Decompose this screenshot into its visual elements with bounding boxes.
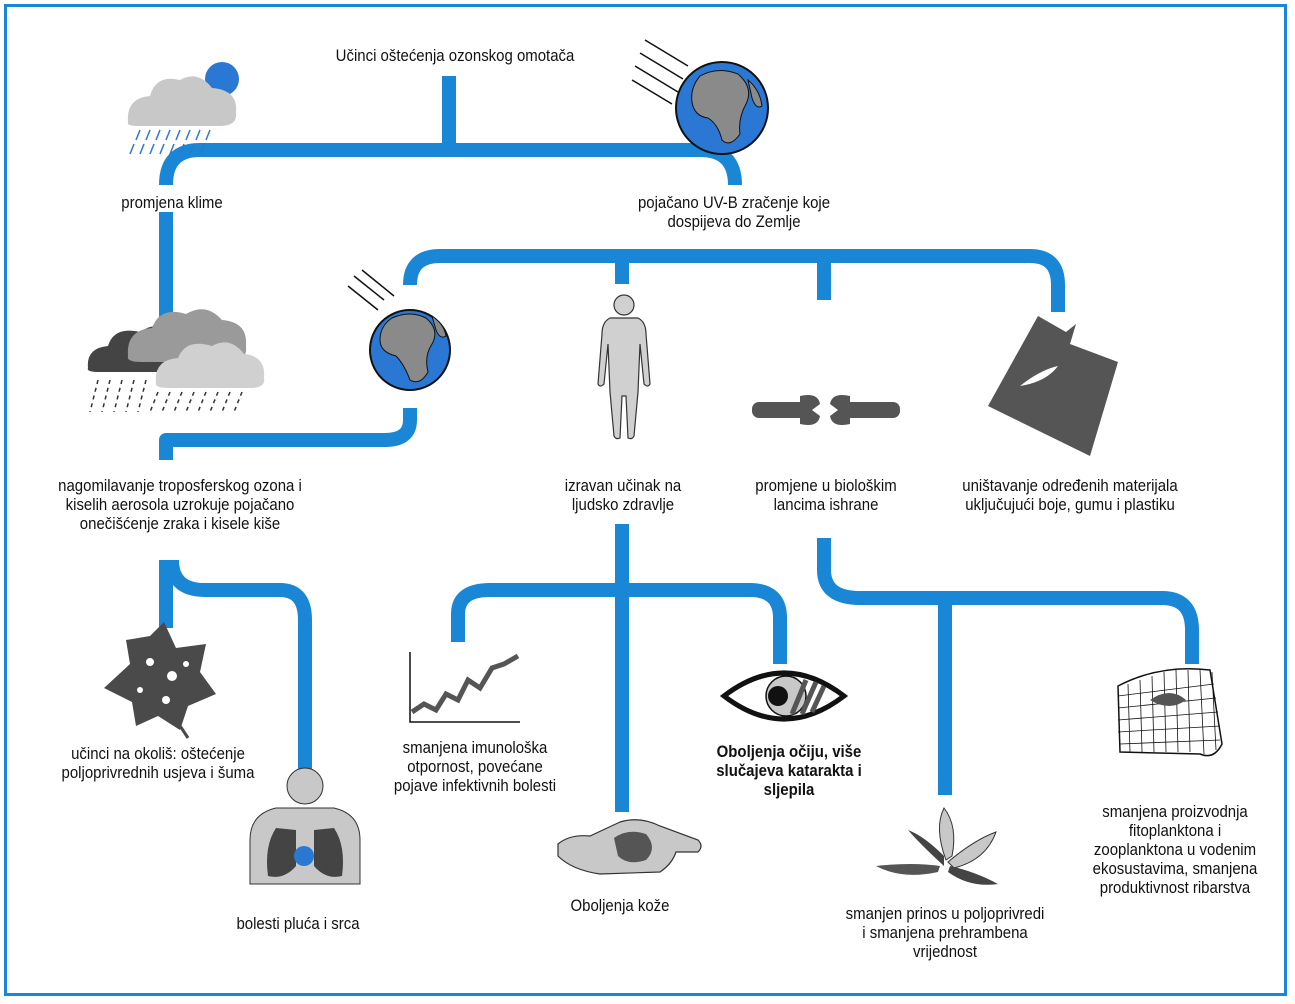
label-environment: učinci na okoliš: oštećenje poljoprivred… [61, 744, 255, 782]
rain-cloud-sun-icon [127, 62, 239, 155]
eye-icon [719, 670, 849, 722]
connector-uvb-branch [403, 249, 1065, 312]
label-tropospheric-ozone: nagomilavanje troposferskog ozona i kise… [58, 476, 302, 533]
plankton-net-icon [1117, 667, 1223, 757]
broken-chain-icon [752, 395, 900, 425]
damaged-leaf-icon [104, 622, 216, 739]
label-plankton: smanjena proizvodnja fitoplanktona i zoo… [1092, 802, 1258, 897]
damaged-material-icon [988, 316, 1118, 456]
connector-ozone-lungs [165, 559, 312, 770]
hand-skin-icon [557, 819, 702, 875]
label-lungs-heart: bolesti pluća i srca [236, 914, 360, 933]
label-food-chain: promjene u biološkim lancima ishrane [755, 476, 897, 514]
label-materials: uništavanje određenih materijala uključu… [962, 476, 1178, 514]
plant-icon [876, 807, 998, 885]
connector-top-branch [159, 143, 742, 186]
connector-globe-ozone [159, 408, 417, 460]
label-crops: smanjen prinos u poljoprivredi i smanjen… [845, 904, 1045, 961]
storm-clouds-icon [87, 309, 265, 413]
lungs-torso-icon [249, 767, 361, 885]
globe-icon [347, 269, 451, 391]
human-figure-icon [597, 294, 651, 440]
label-skin: Oboljenja kože [570, 896, 670, 915]
connector-foodchain-down [817, 538, 1199, 664]
connector-health-branch [451, 583, 787, 664]
label-immunity: smanjena imunološka otpornost, povećane … [393, 738, 557, 795]
label-human-health: izravan učinak na ljudsko zdravlje [564, 476, 682, 514]
label-climate-change: promjena klime [121, 193, 223, 212]
diagram-frame [4, 4, 1287, 996]
label-eyes: Oboljenja očiju, više slučajeva katarakt… [716, 742, 862, 799]
connector-lines [159, 76, 1199, 812]
globe-uv-rays-icon [631, 39, 769, 155]
diagram-title: Učinci oštećenja ozonskog omotača [335, 46, 575, 65]
line-graph-icon [409, 652, 520, 723]
label-uvb: pojačano UV-B zračenje koje dospijeva do… [637, 193, 831, 231]
